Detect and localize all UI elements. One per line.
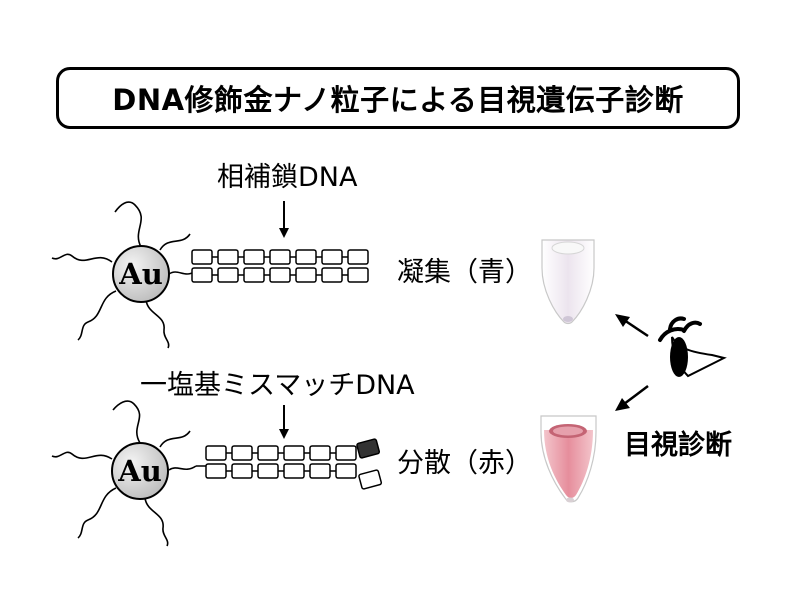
top-dna-strand-a-base xyxy=(191,249,213,265)
bottom-probe-arrow xyxy=(279,405,289,439)
bottom-dna-strand-a-base xyxy=(205,445,227,461)
bottom-dna-strand-a-base xyxy=(257,445,279,461)
top-dna-strand-b-base xyxy=(191,267,213,283)
top-dna-strand-b-base xyxy=(321,267,343,283)
top-dna-strand-a-base xyxy=(347,249,369,265)
top-dna-strand-a-base xyxy=(295,249,317,265)
eye-icon xyxy=(658,316,727,378)
title-box: DNA修飾金ナノ粒子による目視遺伝子診断 xyxy=(56,67,740,129)
bottom-dna-duplex xyxy=(196,438,383,490)
bottom-dna-strand-b-base xyxy=(231,463,253,479)
bottom-dna-strand-a-base xyxy=(231,445,253,461)
diagram-title: DNA修飾金ナノ粒子による目視遺伝子診断 xyxy=(112,83,684,117)
top-dna-strand-b-base xyxy=(269,267,291,283)
mismatch-base-dark xyxy=(356,438,381,459)
mismatch-base-open xyxy=(358,469,383,490)
mismatch-dna-label: 一塩基ミスマッチDNA xyxy=(140,370,415,401)
bottom-dna-strand-a-base xyxy=(335,445,357,461)
bottom-dna-strand-b-base xyxy=(257,463,279,479)
top-dna-strand-b-base xyxy=(347,267,369,283)
top-dna-strand-b-base xyxy=(243,267,265,283)
bottom-dna-strand-b-base xyxy=(309,463,331,479)
top-test-tube xyxy=(541,239,595,325)
bottom-dna-strand-b-base xyxy=(283,463,305,479)
top-dna-strand-a-base xyxy=(243,249,265,265)
top-probe-arrow xyxy=(279,201,289,238)
complementary-dna-label: 相補鎖DNA xyxy=(217,162,358,193)
top-nanoparticle: Au xyxy=(51,201,195,349)
bottom-au-label: Au xyxy=(117,454,162,488)
top-dna-strand-a-base xyxy=(269,249,291,265)
bottom-dna-strand-a-base xyxy=(283,445,305,461)
gaze-arrow-to-bottom-tube xyxy=(615,385,649,411)
top-dna-strand-a-base xyxy=(321,249,343,265)
top-dna-strand-b-base xyxy=(295,267,317,283)
top-dna-strand-a-base xyxy=(217,249,239,265)
gaze-arrow-to-top-tube xyxy=(615,314,649,338)
top-dna-duplex xyxy=(191,249,369,283)
top-au-label: Au xyxy=(118,257,163,291)
bottom-test-tube xyxy=(540,415,597,503)
aggregation-label: 凝集（青） xyxy=(397,257,532,288)
bottom-dna-strand-a-base xyxy=(309,445,331,461)
bottom-nanoparticle: Au xyxy=(51,400,197,547)
top-dna-strand-b-base xyxy=(217,267,239,283)
bottom-dna-strand-b-base xyxy=(335,463,357,479)
bottom-dna-strand-b-base xyxy=(205,463,227,479)
dispersion-label: 分散（赤） xyxy=(397,448,532,479)
visual-diagnosis-label: 目視診断 xyxy=(624,430,732,461)
